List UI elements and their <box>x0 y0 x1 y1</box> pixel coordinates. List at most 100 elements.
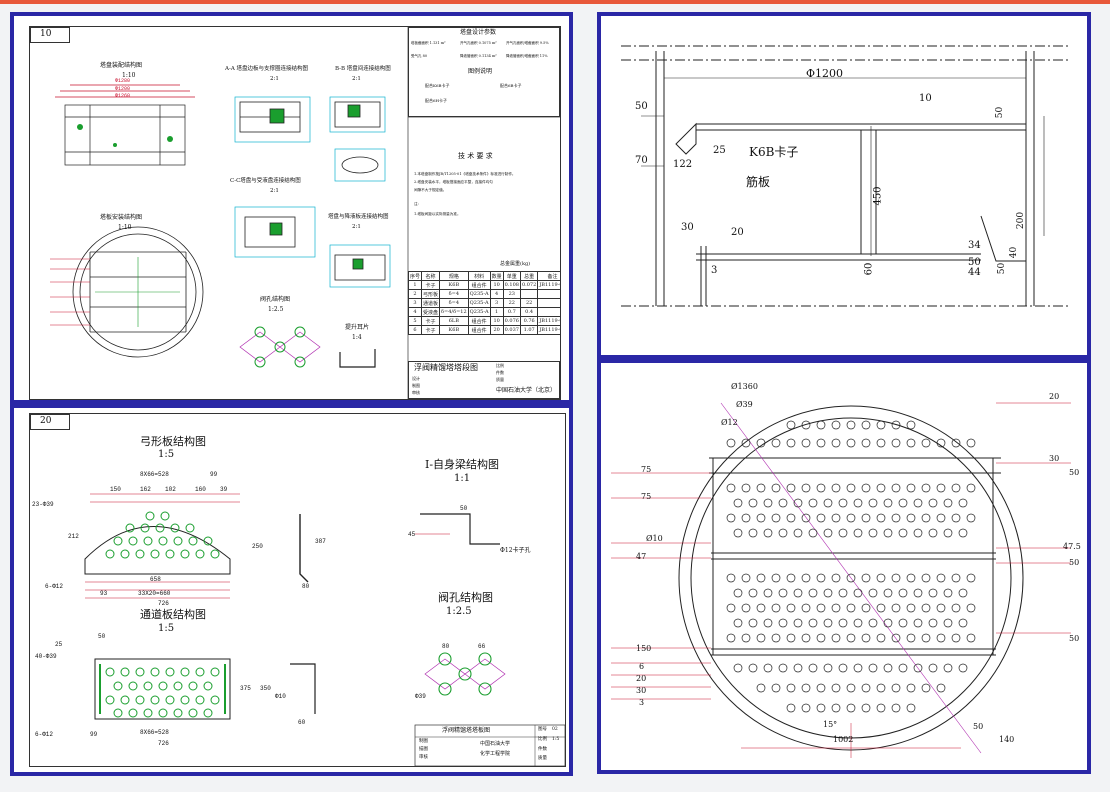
view-title-arc: 弓形板结构图 <box>140 435 206 448</box>
bom-cell <box>519 289 539 299</box>
dim-label: 50 <box>98 633 106 640</box>
drawing-panel-tray-plates[interactable]: 20 <box>10 404 573 776</box>
view-scale-valve: 1:2.5 <box>268 306 284 313</box>
plan-dim-left: Ø10 <box>646 534 663 543</box>
bom-cell: 23 <box>502 289 521 299</box>
bom-cell: JB1119-01 <box>537 325 560 335</box>
view-scale-cc: 2:1 <box>270 188 279 194</box>
bom-cell: 4 <box>407 307 423 317</box>
bom-cell: 0.7 <box>502 307 521 317</box>
sheet-number-box <box>30 27 70 43</box>
section-dim: 60 <box>863 262 875 276</box>
plan-linework <box>611 402 1071 758</box>
view-title-aa: A-A 塔盘边板与支撑圈连接结构图 <box>225 66 309 72</box>
title-block-meta: 图号 <box>538 727 547 732</box>
section-dim: 34 <box>968 240 981 251</box>
plan-dim-left: 150 <box>636 644 652 653</box>
bom-cell: 4 <box>489 289 504 299</box>
section-dim: 30 <box>681 222 694 233</box>
bom-cell: 1 <box>407 280 423 290</box>
drawing-panel-plan-view[interactable]: Ø1360 Ø39 Ø12 75 75 Ø10 47 150 6 20 30 3… <box>597 359 1091 774</box>
section-dim: 20 <box>731 227 744 238</box>
dim-label: 45 <box>408 531 416 538</box>
view-title-beam: I-自身梁结构图 <box>425 458 500 471</box>
bom-cell: 弓形板 <box>421 289 441 299</box>
bom-cell: 5 <box>407 316 423 326</box>
section-label-plate: 筋板 <box>746 175 771 189</box>
sheet-number-box <box>30 414 70 430</box>
dim-label: 93 <box>100 590 108 597</box>
dim-label: Φ10 <box>275 693 286 700</box>
bom-cell: 通道板 <box>421 298 441 308</box>
bom-cell: 卡子 <box>421 280 441 290</box>
bom-cell: Q235-A <box>467 307 491 317</box>
title-block-meta: 比例 <box>496 363 504 368</box>
view-title-pass: 通道板结构图 <box>140 608 206 621</box>
dim-label: 6-Φ12 <box>45 583 64 590</box>
section-dim: 25 <box>713 145 726 156</box>
dim-label: 40-Φ39 <box>35 653 57 660</box>
title-block-meta: 质量 <box>538 756 547 761</box>
sheet-number: 20 <box>40 416 52 426</box>
bom-cell: 6 <box>407 325 423 335</box>
dim-label: 50 <box>460 505 468 512</box>
title-block-meta: 件数 <box>538 747 547 752</box>
bom-cell: 0.037 <box>502 325 521 335</box>
sheet2-linework <box>84 493 565 766</box>
plan-dim-bottom: 1002 <box>833 735 854 744</box>
dim-label: 6-Φ12 <box>35 731 54 738</box>
dim-d3: Φ1260 <box>115 93 131 99</box>
section-dim: 450 <box>872 186 884 206</box>
section-dim: Φ1200 <box>806 67 844 80</box>
title-block-meta: 比例 <box>538 737 547 742</box>
view-scale-seal: 2:1 <box>352 224 361 230</box>
bom-header: 单重 <box>502 271 521 281</box>
bom-header-row: 序号 名称 规格 材料 数量 单重 总重 备注 <box>407 271 560 281</box>
dim-label: 726 <box>158 740 169 747</box>
section-dim: 44 <box>968 267 981 278</box>
design-param-1: 开气孔面积 0.1075 m² <box>460 41 497 45</box>
bom-cell: 20 <box>489 325 504 335</box>
view-title-top: 塔盘装配结构图 <box>100 62 143 69</box>
bom-title: 总金属重(kg) <box>500 261 531 267</box>
section-dim: 3 <box>711 265 718 276</box>
view-scale-valve2: 1:2.5 <box>446 606 472 617</box>
dim-label: Φ12卡子孔 <box>500 547 531 554</box>
drawing-sheet: 10 <box>29 26 561 400</box>
section-dim: 50 <box>968 257 981 268</box>
title-block-dept: 化学工程学院 <box>480 751 511 757</box>
bom-cell: 受液盘 <box>421 307 441 317</box>
bom-cell <box>537 289 560 299</box>
plan-dim-right: 20 <box>1049 392 1060 401</box>
view-title-seal: 塔盘与降液板连接结构图 <box>328 214 389 220</box>
bom-cell <box>537 298 560 308</box>
dim-label: 160 <box>195 486 206 493</box>
design-params-box <box>408 27 560 117</box>
tech-title: 技 术 要 求 <box>458 152 493 160</box>
dim-label: 150 <box>110 486 121 493</box>
bom-header: 材料 <box>467 271 491 281</box>
view-title-valve: 阀孔结构图 <box>260 296 291 303</box>
bom-cell: 3 <box>407 298 423 308</box>
bom-header: 备注 <box>537 271 560 281</box>
design-param-4: 降液管面积 0.1134 m² <box>460 54 497 58</box>
dim-label: 39 <box>220 486 228 493</box>
tech-line-1: 2.塔盘安装水平，塔板搭接面应平整，连接件均匀 <box>414 180 493 184</box>
title-block-row: 制图 <box>412 383 420 388</box>
section-label-clip: K6B卡子 <box>749 145 799 159</box>
bom-cell: 卡子 <box>421 325 441 335</box>
bom-cell: 22 <box>502 298 521 308</box>
plan-dim-bottom: 140 <box>999 735 1015 744</box>
plan-dim-left: 30 <box>636 686 647 695</box>
drawing-panel-tray-assembly[interactable]: 10 <box>10 12 573 404</box>
drawing-panel-section-detail[interactable]: Φ1200 10 50 70 122 25 K6B卡子 筋板 450 30 20… <box>597 12 1091 359</box>
view-scale-ear: 1:4 <box>352 334 362 341</box>
dim-label: 375 <box>240 685 251 692</box>
dim-label: 350 <box>260 685 271 692</box>
view-title-valve2: 阀孔结构图 <box>438 591 493 604</box>
bom-header: 序号 <box>407 271 423 281</box>
dim-label: Φ39 <box>415 693 426 700</box>
